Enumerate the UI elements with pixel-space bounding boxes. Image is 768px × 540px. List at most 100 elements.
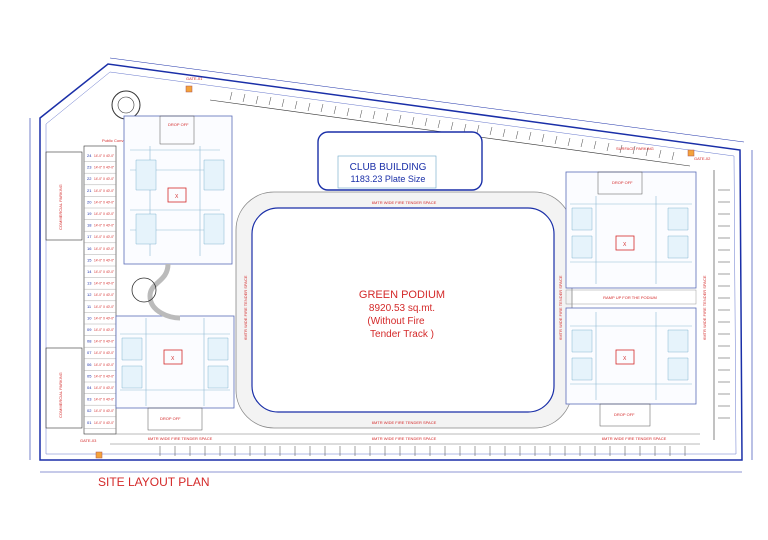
svg-text:DROP OFF: DROP OFF [168, 122, 189, 127]
shop-number: 18 [87, 223, 92, 228]
bottom-parking-stripes [159, 446, 686, 456]
shop-number: 10 [87, 315, 92, 320]
shop-number: 06 [87, 362, 92, 367]
shop-number: 01 [87, 420, 92, 425]
site-boundary [39, 63, 743, 461]
shop-number: 23 [87, 165, 92, 170]
fire-tender-label-far-right: 6MTR WIDE FIRE TENDER SPACE [702, 275, 707, 340]
roundabout-mid [131, 277, 157, 303]
shop-size: 14'-0" X 40'-0" [94, 328, 114, 332]
podium-note-2: Tender Track ) [370, 329, 434, 340]
shop-number: 05 [87, 373, 92, 378]
shop-number: 11 [87, 304, 92, 309]
shop-number: 03 [87, 397, 92, 402]
shop-number: 14 [87, 269, 92, 274]
dimension-line-top [109, 57, 745, 143]
gate-02-marker [687, 149, 695, 157]
tower-top-right: DROP OFF X [565, 171, 697, 289]
shop-size: 14'-0" X 40'-0" [94, 270, 114, 274]
shop-number: 07 [87, 350, 92, 355]
shop-number: 15 [87, 257, 92, 262]
shop-number: 21 [87, 188, 92, 193]
fire-tender-label-bottom-outer: 6MTR WIDE FIRE TENDER SPACE [372, 436, 437, 441]
club-building-label-box [337, 155, 437, 189]
shop-size: 14'-0" X 40'-0" [94, 235, 114, 239]
shop-size: 14'-0" X 40'-0" [94, 386, 114, 390]
svg-text:DROP OFF: DROP OFF [614, 412, 635, 417]
shop-size: 14'-0" X 40'-0" [94, 363, 114, 367]
podium-note-1: (Without Fire [367, 316, 425, 327]
public-convenience-label: Public Convenience [102, 138, 138, 143]
gate-02-label: GATE-02 [694, 156, 711, 161]
shop-size: 14'-0" X 40'-0" [94, 305, 114, 309]
fire-tender-label-top: 6MTR WIDE FIRE TENDER SPACE [372, 200, 437, 205]
shop-size: 14'-0" X 40'-0" [94, 177, 114, 181]
shop-number: 22 [87, 176, 92, 181]
commercial-parking-strip-bottom [45, 347, 83, 429]
shop-number: 19 [87, 211, 92, 216]
shop-number: 20 [87, 199, 92, 204]
gate-01-marker [185, 85, 193, 93]
shop-number: 04 [87, 385, 92, 390]
fire-tender-label-left: 6MTR WIDE FIRE TENDER SPACE [243, 275, 248, 340]
shop-size: 14'-0" X 40'-0" [94, 189, 114, 193]
fire-tender-label-bottom-right: 6MTR WIDE FIRE TENDER SPACE [602, 436, 667, 441]
shop-size: 14'-0" X 40'-0" [94, 374, 114, 378]
shop-size: 14'-0" X 40'-0" [94, 409, 114, 413]
surface-parking-label: SURFACE PARKING [616, 146, 654, 151]
shop-size: 14'-0" X 40'-0" [94, 282, 114, 286]
shop-size: 14'-0" X 40'-0" [94, 293, 114, 297]
tower-bottom-left: X DROP OFF [115, 315, 235, 431]
shop-number: 02 [87, 408, 92, 413]
roundabout-top [111, 90, 141, 120]
shop-size: 14'-0" X 40'-0" [94, 351, 114, 355]
shop-number: 24 [87, 153, 92, 158]
fire-tender-label-bottom-center: 6MTR WIDE FIRE TENDER SPACE [372, 420, 437, 425]
svg-text:DROP OFF: DROP OFF [612, 180, 633, 185]
shop-size: 14'-0" X 40'-0" [94, 200, 114, 204]
gate-03-label: GATE-03 [80, 438, 97, 443]
tower-bottom-right: X DROP OFF [565, 307, 697, 427]
shop-number: 08 [87, 339, 92, 344]
ramp-strip [565, 289, 697, 305]
shop-number: 16 [87, 246, 92, 251]
shop-size: 14'-0" X 40'-0" [94, 212, 114, 216]
shop-size: 14'-0" X 40'-0" [94, 247, 114, 251]
connecting-road [147, 263, 181, 321]
tower-top-left: DROP OFF X [123, 115, 233, 265]
shop-size: 14'-0" X 40'-0" [94, 224, 114, 228]
podium-area: 8920.53 sq.mt. [369, 303, 435, 314]
ramp-label: RAMP UP FOR THE PODIUM [603, 295, 657, 300]
shop-size: 14'-0" X 40'-0" [94, 258, 114, 262]
shop-number: 17 [87, 234, 92, 239]
shop-number: 13 [87, 281, 92, 286]
top-parking-stripes [229, 91, 675, 161]
green-podium [251, 207, 555, 413]
svg-text:DROP OFF: DROP OFF [160, 416, 181, 421]
shop-size: 14'-0" X 40'-0" [94, 340, 114, 344]
shop-number: 12 [87, 292, 92, 297]
gate-01-label: GATE-01 [186, 76, 203, 81]
shop-number: 09 [87, 327, 92, 332]
svg-text:X: X [171, 356, 175, 362]
shop-size: 14'-0" X 40'-0" [94, 398, 114, 402]
right-parking-stripes [718, 189, 730, 419]
shop-size: 14'-0" X 40'-0" [94, 166, 114, 170]
shop-size: 14'-0" X 40'-0" [94, 421, 114, 425]
commercial-parking-label-top: COMMERCIAL PARKING [58, 184, 63, 230]
svg-text:X: X [175, 194, 179, 200]
podium-name: GREEN PODIUM [359, 289, 445, 301]
shops-column [83, 145, 117, 435]
shop-size: 14'-0" X 40'-0" [94, 316, 114, 320]
fire-tender-label-right: 6MTR WIDE FIRE TENDER SPACE [558, 275, 563, 340]
gate-03-marker [95, 451, 103, 459]
svg-text:X: X [623, 356, 627, 362]
fire-tender-label-bottom-left: 6MTR WIDE FIRE TENDER SPACE [148, 436, 213, 441]
club-building [317, 131, 483, 191]
svg-text:X: X [623, 242, 627, 248]
commercial-parking-label-bottom: COMMERCIAL PARKING [58, 372, 63, 418]
site-layout-title: SITE LAYOUT PLAN [98, 475, 210, 489]
club-building-name: CLUB BUILDING [350, 162, 427, 173]
